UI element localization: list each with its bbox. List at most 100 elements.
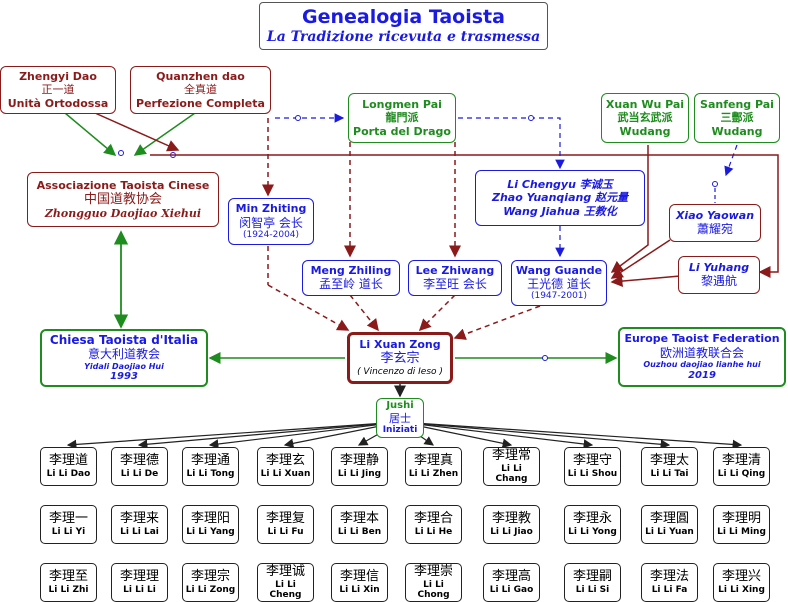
disciple-chinese-name: 李理永 bbox=[572, 510, 612, 526]
disciple-chinese-name: 李理合 bbox=[413, 510, 453, 526]
disciple-chinese-name: 李理法 bbox=[649, 568, 689, 584]
disciple-chinese-name: 李理真 bbox=[413, 452, 453, 468]
node-sanfeng[interactable]: Sanfeng Pai 三鄷派 Wudang bbox=[694, 93, 780, 143]
disciple-chinese-name: 李理复 bbox=[265, 510, 305, 526]
node-lichengyu[interactable]: Li Chengyu 李诚玉 Zhao Yuanqiang 赵元量 Wang J… bbox=[475, 170, 645, 226]
node-minzhiting[interactable]: Min Zhiting 闵智亭 会长 (1924-2004) bbox=[228, 198, 314, 245]
disciple-pinyin-name: Li Li Ming bbox=[717, 526, 766, 537]
node-mengzhiling[interactable]: Meng Zhiling 孟至岭 道长 bbox=[302, 260, 400, 296]
disciple-chinese-name: 李理一 bbox=[48, 510, 88, 526]
disciple-chinese-name: 李理宗 bbox=[190, 568, 230, 584]
disciple-pinyin-name: Li Li De bbox=[120, 468, 159, 479]
disciple-chinese-name: 李理德 bbox=[119, 452, 159, 468]
node-lixuanzong[interactable]: Li Xuan Zong 李玄宗 ( Vincenzo di Ieso ) bbox=[347, 332, 453, 384]
node-europe[interactable]: Europe Taoist Federation 欧洲道教联合会 Ouzhou … bbox=[618, 327, 786, 387]
node-wangguande[interactable]: Wang Guande 王光德 道长 (1947-2001) bbox=[511, 260, 607, 306]
disciple-pinyin-name: Li Li Li bbox=[123, 584, 156, 595]
disciple-pinyin-name: Li Li Xing bbox=[718, 584, 765, 595]
node-leezhiwang[interactable]: Lee Zhiwang 李至旺 会长 bbox=[408, 260, 502, 296]
disciple-chinese-name: 李理玄 bbox=[265, 452, 305, 468]
edge-lee-lixuanzong bbox=[418, 294, 456, 332]
disciple-pinyin-name: Li Li Fu bbox=[267, 526, 304, 537]
disciple-pinyin-name: Li Li Xin bbox=[339, 584, 380, 595]
edge-zhengyi-assoc bbox=[64, 112, 117, 156]
page-subtitle: La Tradizione ricevuta e trasmessa bbox=[266, 29, 541, 45]
disciple-chinese-name: 李理阳 bbox=[190, 510, 230, 526]
disciple-chinese-name: 李理教 bbox=[491, 510, 531, 526]
disciple-pinyin-name: Li Li Cheng bbox=[269, 579, 302, 600]
node-longmen[interactable]: Longmen Pai 龍門派 Porta del Drago bbox=[348, 93, 456, 143]
disciple-pinyin-name: Li Li Si bbox=[575, 584, 610, 595]
disciple-chinese-name: 李理常 bbox=[491, 447, 531, 463]
node-quanzhen[interactable]: Quanzhen dao 全真道 Perfezione Completa bbox=[130, 66, 271, 114]
disciple-pinyin-name: Li Li Zhen bbox=[408, 468, 459, 479]
edge-jushi-disciple bbox=[399, 421, 743, 450]
node-xiaoyaowan[interactable]: Xiao Yaowan 蕭耀宛 bbox=[669, 204, 761, 242]
title-box: Genealogia Taoista La Tradizione ricevut… bbox=[259, 2, 548, 50]
node-chiesa[interactable]: Chiesa Taoista d'Italia 意大利道教会 Yidali Da… bbox=[40, 329, 208, 387]
edge-meng-lixuanzong bbox=[349, 294, 379, 332]
disciple-pinyin-name: Li Li Yang bbox=[186, 526, 235, 537]
disciple-pinyin-name: Li Li Jiao bbox=[490, 526, 533, 537]
disciple-chinese-name: 李理崇 bbox=[413, 563, 453, 579]
disciple-pinyin-name: Li Li Fa bbox=[651, 584, 688, 595]
page-title: Genealogia Taoista bbox=[302, 6, 505, 29]
node-assoc[interactable]: Associazione Taoista Cinese 中国道教协会 Zhong… bbox=[27, 172, 219, 227]
disciple-chinese-name: 李理来 bbox=[119, 510, 159, 526]
disciple-chinese-name: 李理理 bbox=[119, 568, 159, 584]
disciple-pinyin-name: Li Li Ben bbox=[337, 526, 382, 537]
disciple-pinyin-name: Li Li Dao bbox=[46, 468, 91, 479]
edge-quanzhen-assoc bbox=[133, 112, 196, 156]
disciple-pinyin-name: Li Li Gao bbox=[489, 584, 534, 595]
edge-sanfeng-xiaoyaowan bbox=[724, 144, 738, 177]
disciple-chinese-name: 李理静 bbox=[339, 452, 379, 468]
disciple-pinyin-name: Li Li Tong bbox=[186, 468, 235, 479]
node-liyuhang[interactable]: Li Yuhang 黎遇航 bbox=[678, 256, 760, 294]
edge-jushi-disciple bbox=[208, 421, 401, 449]
disciple-chinese-name: 李理太 bbox=[649, 452, 689, 468]
node-zhengyi[interactable]: Zhengyi Dao 正一道 Unità Ortodossa bbox=[0, 66, 116, 114]
node-jushi[interactable]: Jushi 居士 Iniziati bbox=[376, 398, 424, 438]
disciple-pinyin-name: Li Li Zhi bbox=[48, 584, 89, 595]
disciple-chinese-name: 李理兴 bbox=[721, 568, 761, 584]
edge-jushi-disciple bbox=[66, 421, 401, 450]
node-xuanwu[interactable]: Xuan Wu Pai 武当玄武派 Wudang bbox=[601, 93, 689, 143]
disciple-pinyin-name: Li Li Yi bbox=[51, 526, 86, 537]
disciple-chinese-name: 李理高 bbox=[491, 568, 531, 584]
disciple-chinese-name: 李理诚 bbox=[265, 563, 305, 579]
disciple-chinese-name: 李理明 bbox=[721, 510, 761, 526]
edge-xiaoyaowan-wangguande bbox=[610, 239, 671, 279]
disciple-chinese-name: 李理至 bbox=[48, 568, 88, 584]
disciple-pinyin-name: Li Li Tai bbox=[650, 468, 689, 479]
